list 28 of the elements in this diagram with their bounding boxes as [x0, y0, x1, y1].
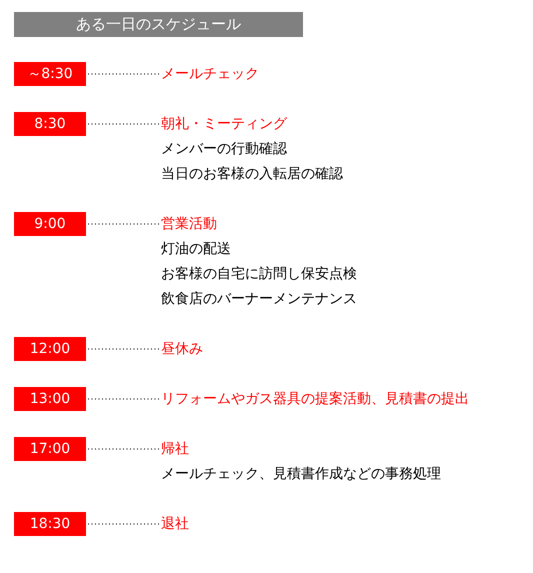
activity-detail: お客様の自宅に訪問し保安点検 [161, 264, 357, 284]
time-badge: 12:00 [14, 337, 86, 361]
activity-detail: 飲食店のバーナーメンテナンス [161, 290, 357, 308]
activity-detail: メンバーの行動確認 [161, 140, 288, 158]
time-badge: 18:30 [14, 512, 86, 536]
activity-detail: メールチェック、見積書作成などの事務処理 [161, 464, 441, 484]
activity-detail: 灯油の配送 [161, 240, 232, 258]
dotted-line [88, 223, 159, 225]
dotted-line [88, 348, 159, 350]
activity-heading: 退社 [161, 514, 189, 534]
activity-detail: 当日のお客様の入転居の確認 [161, 164, 343, 184]
activity-heading: 営業活動 [161, 214, 218, 234]
dotted-line [88, 523, 159, 525]
time-badge: 17:00 [14, 437, 86, 461]
dotted-line [88, 123, 159, 125]
dotted-line [88, 73, 159, 75]
time-badge: 13:00 [14, 387, 86, 411]
dotted-line [88, 398, 159, 400]
time-badge: ～8:30 [14, 62, 86, 86]
time-badge: 8:30 [14, 112, 86, 136]
activity-heading: 帰社 [161, 440, 190, 458]
time-badge: 9:00 [14, 212, 86, 236]
dotted-line [88, 448, 159, 450]
activity-heading: リフォームやガス器具の提案活動、見積書の提出 [161, 390, 469, 408]
activity-heading: メールチェック [161, 64, 259, 84]
activity-heading: 昼休み [161, 340, 203, 358]
title-bar: ある一日のスケジュール [14, 12, 303, 37]
activity-heading: 朝礼・ミーティング [161, 114, 288, 134]
